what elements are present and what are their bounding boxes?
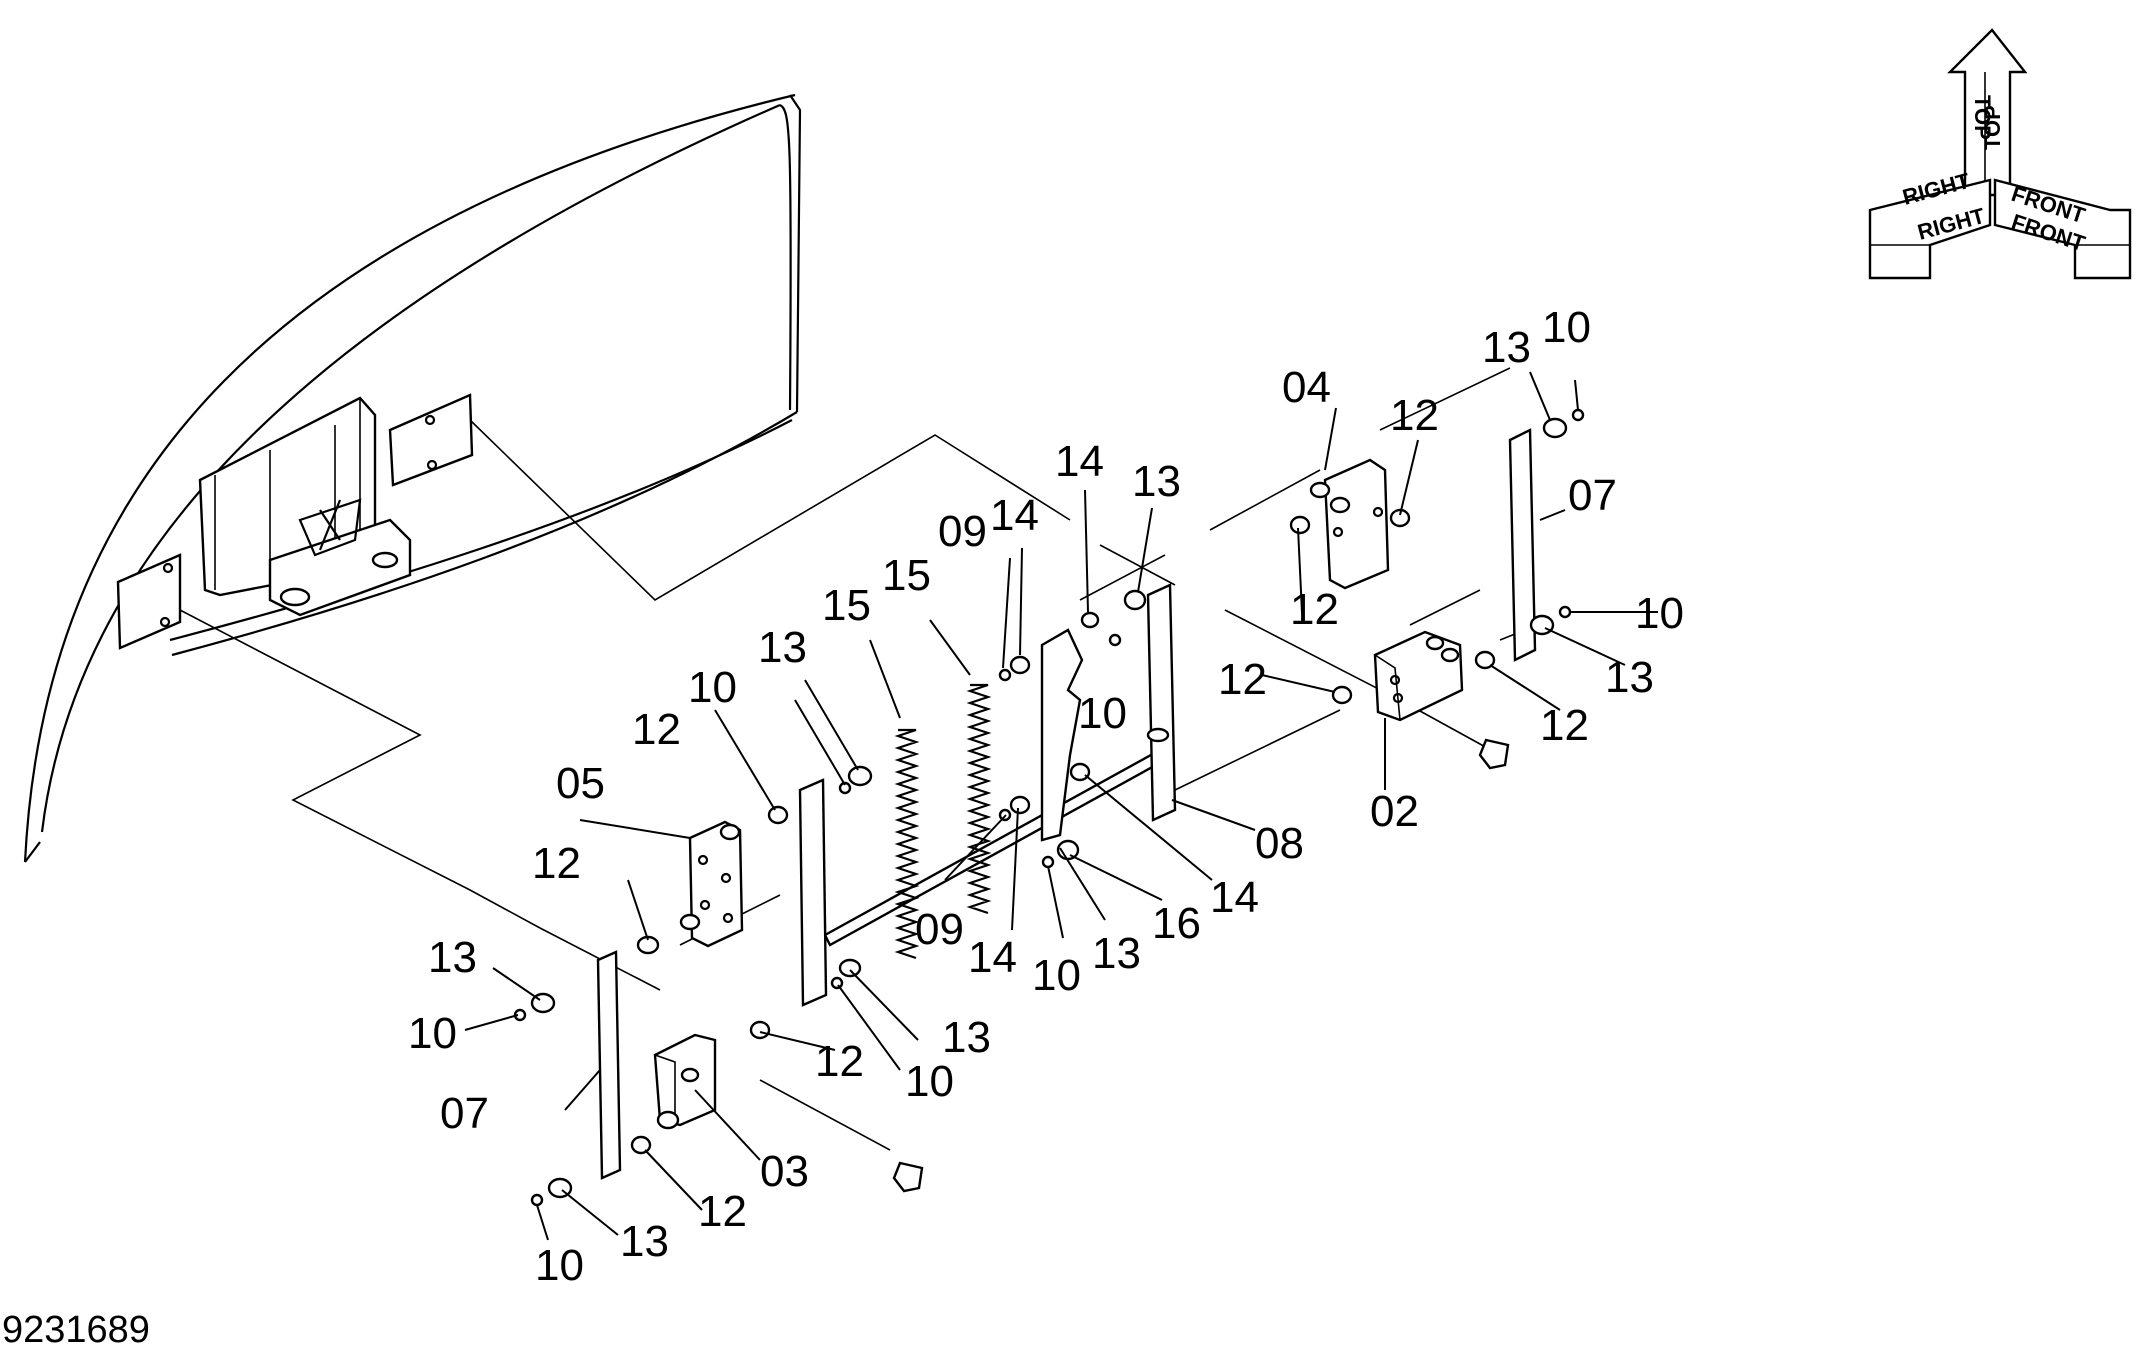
callout-label: 14 [968, 933, 1017, 982]
callout-label: 10 [1078, 689, 1127, 738]
callout-label: 13 [1092, 929, 1141, 978]
brackets [653, 458, 1464, 1130]
callout-label: 10 [1032, 951, 1081, 1000]
latch-cam [1040, 628, 1084, 842]
links [596, 428, 1537, 1180]
callout-label: 13 [758, 623, 807, 672]
callout-label: 13 [620, 1217, 669, 1266]
callout-label: 04 [1282, 363, 1331, 412]
callouts: 04 12 13 10 07 14 13 09 14 15 15 12 10 1… [408, 303, 1684, 1290]
top-label-2: TOP [1980, 105, 2005, 150]
callout-label: 12 [1390, 391, 1439, 440]
callout-label: 16 [1152, 899, 1201, 948]
orientation-marker: TOP TOP RIGHT RIGHT FRONT FRONT [1868, 28, 2132, 280]
figure-reference-number: 9231689 [2, 1309, 150, 1345]
callout-label: 10 [688, 663, 737, 712]
callout-label: 13 [942, 1013, 991, 1062]
callout-label: 07 [1568, 471, 1617, 520]
shaft [823, 743, 1172, 947]
callout-label: 10 [535, 1241, 584, 1290]
callout-label: 15 [882, 551, 931, 600]
callout-label: 13 [1482, 323, 1531, 372]
callout-label: 10 [905, 1057, 954, 1106]
callout-label: 13 [1605, 653, 1654, 702]
callout-label: 02 [1370, 787, 1419, 836]
callout-label: 12 [1290, 585, 1339, 634]
cab-bracket-assembly [116, 393, 474, 650]
springs [894, 683, 992, 960]
callout-label: 10 [408, 1009, 457, 1058]
glass-panel [23, 93, 802, 863]
callout-label: 13 [1132, 457, 1181, 506]
callout-label: 13 [428, 933, 477, 982]
callout-label: 12 [1218, 655, 1267, 704]
callout-label: 08 [1255, 819, 1304, 868]
hardware [513, 408, 1585, 1207]
top-label: TOP [1970, 95, 1995, 140]
callout-label: 15 [822, 581, 871, 630]
callout-label: 07 [440, 1089, 489, 1138]
callout-label: 09 [915, 905, 964, 954]
callout-label: 14 [1210, 873, 1259, 922]
leader-lines [464, 371, 1658, 1241]
callout-label: 12 [632, 705, 681, 754]
callout-label: 14 [1055, 437, 1104, 486]
callout-label: 10 [1542, 303, 1591, 352]
callout-label: 12 [698, 1187, 747, 1236]
callout-label: 05 [556, 759, 605, 808]
callout-label: 12 [532, 839, 581, 888]
callout-label: 03 [760, 1147, 809, 1196]
callout-label: 14 [990, 491, 1039, 540]
callout-label: 09 [938, 507, 987, 556]
callout-label: 10 [1635, 589, 1684, 638]
callout-label: 12 [815, 1037, 864, 1086]
callout-label: 12 [1540, 701, 1589, 750]
